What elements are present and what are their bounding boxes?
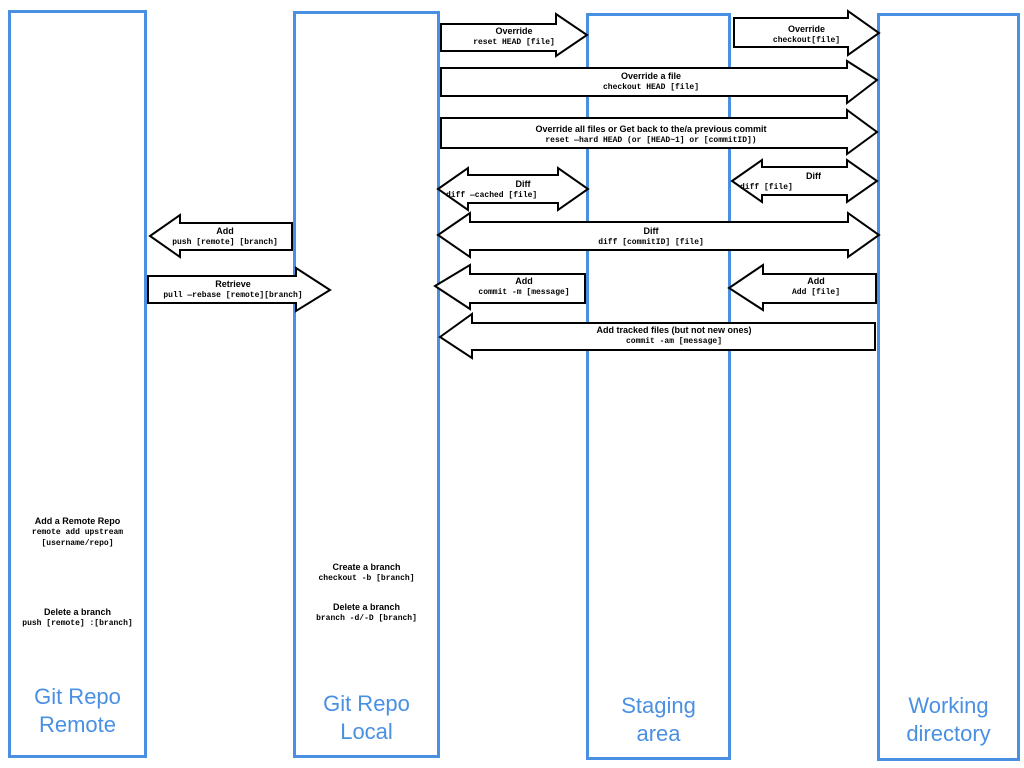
note-command: push [remote] :[branch] <box>22 619 133 628</box>
note-title: Delete a branch <box>332 602 401 612</box>
diff-commit-label: Diff diff [commitID] [file] <box>441 226 861 248</box>
reset-hard-label: Override all files or Get back to the/a … <box>441 124 861 146</box>
arrow-title: Override all files or Get back to the/a … <box>535 124 767 134</box>
title-line: Git Repo <box>323 691 410 716</box>
title-line: Remote <box>38 712 117 737</box>
arrow-title: Override <box>495 26 533 36</box>
git-repo-remote-title: Git Repo Remote <box>11 683 144 739</box>
arrow-command: pull —rebase [remote][branch] <box>163 291 303 300</box>
title-line: directory <box>906 721 991 746</box>
title-line: area <box>636 721 681 746</box>
arrow-title: Add <box>807 276 825 286</box>
arrow-title: Add <box>216 226 234 236</box>
title-line: Git Repo <box>34 684 121 709</box>
checkout-file-label: Override checkout[file] <box>734 24 879 46</box>
note-title: Create a branch <box>332 562 401 572</box>
note-command: checkout -b [branch] <box>318 574 415 583</box>
diff-file-arrow <box>730 158 879 204</box>
arrow-command: commit -am [message] <box>625 337 722 346</box>
arrow-command: reset HEAD [file] <box>473 38 555 47</box>
diff-file-label: Diff diff [file] <box>740 171 887 193</box>
arrow-title: Override a file <box>620 71 682 81</box>
add-remote-note: Add a Remote Repo remote add upstream [u… <box>11 516 144 549</box>
push-arrow <box>148 213 293 259</box>
git-repo-remote-column: Git Repo Remote <box>8 10 147 758</box>
arrow-command: push [remote] [branch] <box>172 238 278 247</box>
arrow-title: Override <box>787 24 826 34</box>
pull-label: Retrieve pull —rebase [remote][branch] <box>150 279 316 301</box>
arrow-command: checkout HEAD [file] <box>602 83 699 92</box>
git-repo-local-column: Git Repo Local <box>293 11 440 758</box>
arrow-title: Add tracked files (but not new ones) <box>596 325 752 335</box>
commit-label: Add commit -m [message] <box>462 276 586 298</box>
arrow-title: Diff <box>643 226 659 236</box>
note-title: Delete a branch <box>43 607 112 617</box>
checkout-file-arrow <box>733 9 881 57</box>
add-file-arrow <box>727 263 877 312</box>
title-line: Working <box>908 693 989 718</box>
add-file-label: Add Add [file] <box>757 276 875 298</box>
note-title: Add a Remote Repo <box>34 516 121 526</box>
arrow-title: Retrieve <box>215 279 251 289</box>
reset-hard-arrow <box>440 108 879 156</box>
commit-am-arrow <box>438 312 876 360</box>
create-branch-note: Create a branch checkout -b [branch] <box>296 562 437 584</box>
pull-arrow <box>147 266 332 313</box>
note-command: [username/repo] <box>41 539 114 548</box>
arrow-command: diff —cached [file] <box>446 191 538 200</box>
staging-area-title: Staging area <box>589 692 728 748</box>
working-directory-column: Working directory <box>877 13 1020 761</box>
delete-remote-branch-note: Delete a branch push [remote] :[branch] <box>11 607 144 629</box>
commit-arrow <box>433 263 586 311</box>
arrow-command: reset —hard HEAD (or [HEAD~1] or [commit… <box>545 136 757 145</box>
arrow-title: Add <box>515 276 533 286</box>
checkout-head-file-arrow <box>440 59 879 106</box>
arrow-command: Add [file] <box>791 288 840 297</box>
diff-cached-label: Diff diff —cached [file] <box>446 179 600 201</box>
note-command: branch -d/-D [branch] <box>316 614 417 623</box>
arrow-title: Diff <box>515 179 531 189</box>
diff-commit-arrow <box>436 211 881 259</box>
arrow-command: checkout[file] <box>772 36 841 45</box>
note-command: remote add upstream <box>31 528 124 537</box>
title-line: Local <box>340 719 393 744</box>
commit-am-label: Add tracked files (but not new ones) com… <box>462 325 886 347</box>
title-line: Staging <box>621 693 696 718</box>
arrow-command: diff [file] <box>740 183 793 192</box>
reset-head-file-arrow <box>440 12 589 58</box>
push-label: Add push [remote] [branch] <box>160 226 290 248</box>
diff-cached-arrow <box>436 166 590 212</box>
arrow-title: Diff <box>806 171 821 181</box>
arrow-command: diff [commitID] [file] <box>598 238 704 247</box>
working-directory-title: Working directory <box>880 692 1017 748</box>
arrow-command: commit -m [message] <box>478 288 570 297</box>
git-repo-local-title: Git Repo Local <box>296 690 437 746</box>
delete-local-branch-note: Delete a branch branch -d/-D [branch] <box>296 602 437 624</box>
checkout-head-file-label: Override a file checkout HEAD [file] <box>441 71 861 93</box>
reset-head-file-label: Override reset HEAD [file] <box>441 26 587 48</box>
